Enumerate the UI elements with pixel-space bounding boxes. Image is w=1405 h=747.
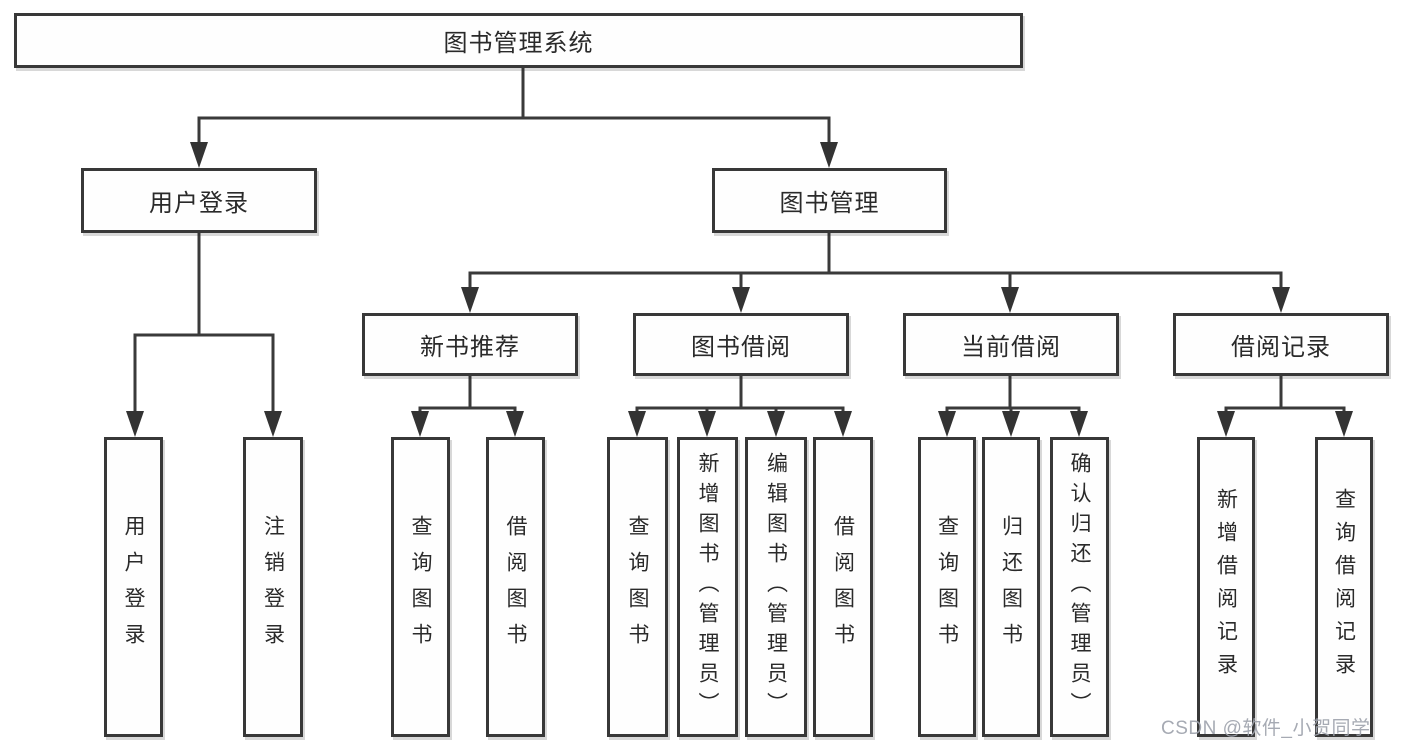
leaf-user-login-label: 用户登录 bbox=[122, 515, 145, 659]
leaf-add-book-admin: 新增图书（管理员） bbox=[677, 437, 738, 737]
node-new-book-recommend: 新书推荐 bbox=[362, 313, 578, 376]
leaf-borrow-books-recommend-label: 借阅图书 bbox=[504, 515, 527, 659]
leaf-query-books-current-label: 查询图书 bbox=[935, 515, 959, 659]
node-borrow-records-label: 借阅记录 bbox=[1231, 334, 1331, 361]
leaf-query-books-current: 查询图书 bbox=[918, 437, 976, 737]
leaf-query-books-recommend: 查询图书 bbox=[391, 437, 450, 737]
leaf-confirm-return-admin-label: 确认归还（管理员） bbox=[1068, 452, 1091, 722]
node-root: 图书管理系统 bbox=[14, 13, 1023, 68]
leaf-query-books-borrow: 查询图书 bbox=[607, 437, 668, 737]
node-book-management: 图书管理 bbox=[712, 168, 947, 233]
node-user-login-label: 用户登录 bbox=[149, 190, 249, 217]
watermark: CSDN @软件_小贺同学 bbox=[1161, 718, 1371, 739]
leaf-borrow-books-recommend: 借阅图书 bbox=[486, 437, 545, 737]
leaf-logout-label: 注销登录 bbox=[261, 515, 285, 659]
leaf-return-books-label: 归还图书 bbox=[999, 515, 1023, 659]
leaf-add-borrow-record: 新增借阅记录 bbox=[1197, 437, 1255, 737]
leaf-borrow-books-borrow-label: 借阅图书 bbox=[831, 515, 855, 659]
leaf-add-book-admin-label: 新增图书（管理员） bbox=[696, 452, 719, 722]
leaf-borrow-books-borrow: 借阅图书 bbox=[813, 437, 873, 737]
leaf-query-borrow-record: 查询借阅记录 bbox=[1315, 437, 1373, 737]
node-user-login: 用户登录 bbox=[81, 168, 317, 233]
node-new-book-recommend-label: 新书推荐 bbox=[420, 334, 520, 361]
leaf-query-books-borrow-label: 查询图书 bbox=[626, 515, 649, 659]
node-root-label: 图书管理系统 bbox=[443, 30, 594, 57]
node-current-borrow-label: 当前借阅 bbox=[961, 334, 1061, 361]
leaf-edit-book-admin-label: 编辑图书（管理员） bbox=[764, 452, 788, 722]
leaf-add-borrow-record-label: 新增借阅记录 bbox=[1214, 488, 1238, 686]
node-book-borrow: 图书借阅 bbox=[633, 313, 849, 376]
leaf-query-books-recommend-label: 查询图书 bbox=[409, 515, 432, 659]
node-book-borrow-label: 图书借阅 bbox=[691, 334, 791, 361]
leaf-user-login: 用户登录 bbox=[104, 437, 163, 737]
node-borrow-records: 借阅记录 bbox=[1173, 313, 1389, 376]
node-current-borrow: 当前借阅 bbox=[903, 313, 1119, 376]
node-book-management-label: 图书管理 bbox=[779, 190, 880, 217]
leaf-confirm-return-admin: 确认归还（管理员） bbox=[1050, 437, 1109, 737]
leaf-edit-book-admin: 编辑图书（管理员） bbox=[745, 437, 807, 737]
leaf-query-borrow-record-label: 查询借阅记录 bbox=[1332, 488, 1356, 686]
leaf-return-books: 归还图书 bbox=[982, 437, 1040, 737]
leaf-logout: 注销登录 bbox=[243, 437, 303, 737]
